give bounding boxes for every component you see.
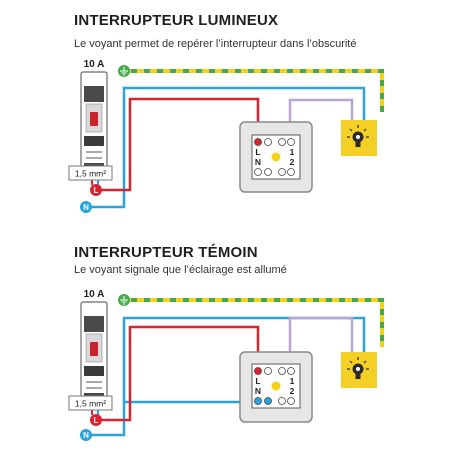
neutral-wire [86, 316, 366, 437]
terminal-n-a [254, 397, 262, 405]
circuit-breaker [80, 71, 108, 185]
terminal-2-b [287, 397, 295, 405]
diagram-lumineux: 10 A 1,5 mm² L N [68, 59, 384, 213]
diagram-temoin: 10 A 1,5 mm² L N [68, 289, 384, 441]
neutral-terminal-badge [80, 201, 92, 213]
switch-terminal-n-label: N [255, 386, 261, 396]
neutral-terminal-badge [80, 429, 92, 441]
lamp-icon [341, 120, 377, 156]
earth-icon [118, 294, 130, 306]
section-1-title: INTERRUPTEUR LUMINEUX [74, 12, 279, 29]
breaker-rating-label: 10 A [84, 289, 105, 300]
pilot-light-icon [271, 152, 281, 162]
terminal-2-a [278, 168, 286, 176]
switched-wire [288, 316, 354, 368]
live-terminal-badge [90, 414, 102, 426]
terminal-1-b [287, 367, 295, 375]
pilot-light-icon [271, 381, 281, 391]
switch-terminal-1-label: 1 [290, 147, 295, 157]
terminal-1-b [287, 138, 295, 146]
section-1-subtitle: Le voyant permet de repérer l’interrupte… [74, 38, 357, 50]
terminal-l-bridge [264, 138, 272, 146]
neutral-wire [86, 86, 366, 209]
terminal-l-bridge [264, 367, 272, 375]
neutral-wire-to-switch [124, 375, 260, 404]
switch-terminal-2-label: 2 [290, 157, 295, 167]
earth-wire [124, 69, 384, 112]
earth-icon [118, 65, 130, 77]
terminal-n-b [264, 168, 272, 176]
terminal-2-a [278, 397, 286, 405]
circuit-breaker [80, 301, 108, 415]
cable-section-label: 1,5 mm² [75, 399, 106, 409]
terminal-l-top [254, 138, 262, 146]
earth-wire [124, 298, 384, 347]
switch-terminal-l-label: L [255, 376, 260, 386]
switch-terminal-l-label: L [255, 147, 260, 157]
indicator-switch [239, 351, 313, 423]
switch-terminal-n-label: N [255, 157, 261, 167]
terminal-1-a [278, 367, 286, 375]
section-2-subtitle: Le voyant signale que l’éclairage est al… [74, 264, 287, 276]
cable-section-label: 1,5 mm² [75, 169, 106, 179]
neutral-terminal-label: N [83, 431, 89, 440]
section-2-title: INTERRUPTEUR TÉMOIN [74, 244, 258, 261]
terminal-n-b [264, 397, 272, 405]
live-terminal-label: L [94, 416, 99, 425]
terminal-l-top [254, 367, 262, 375]
live-terminal-badge [90, 184, 102, 196]
illuminated-switch [239, 121, 313, 193]
terminal-n-a [254, 168, 262, 176]
switch-terminal-1-label: 1 [290, 376, 295, 386]
lamp-icon [341, 352, 377, 388]
neutral-terminal-label: N [83, 203, 89, 212]
switched-wire [288, 98, 354, 139]
live-terminal-label: L [94, 186, 99, 195]
breaker-rating-label: 10 A [84, 59, 105, 70]
live-wire [96, 97, 260, 192]
terminal-1-a [278, 138, 286, 146]
live-wire [96, 325, 260, 422]
terminal-2-b [287, 168, 295, 176]
switch-terminal-2-label: 2 [290, 386, 295, 396]
